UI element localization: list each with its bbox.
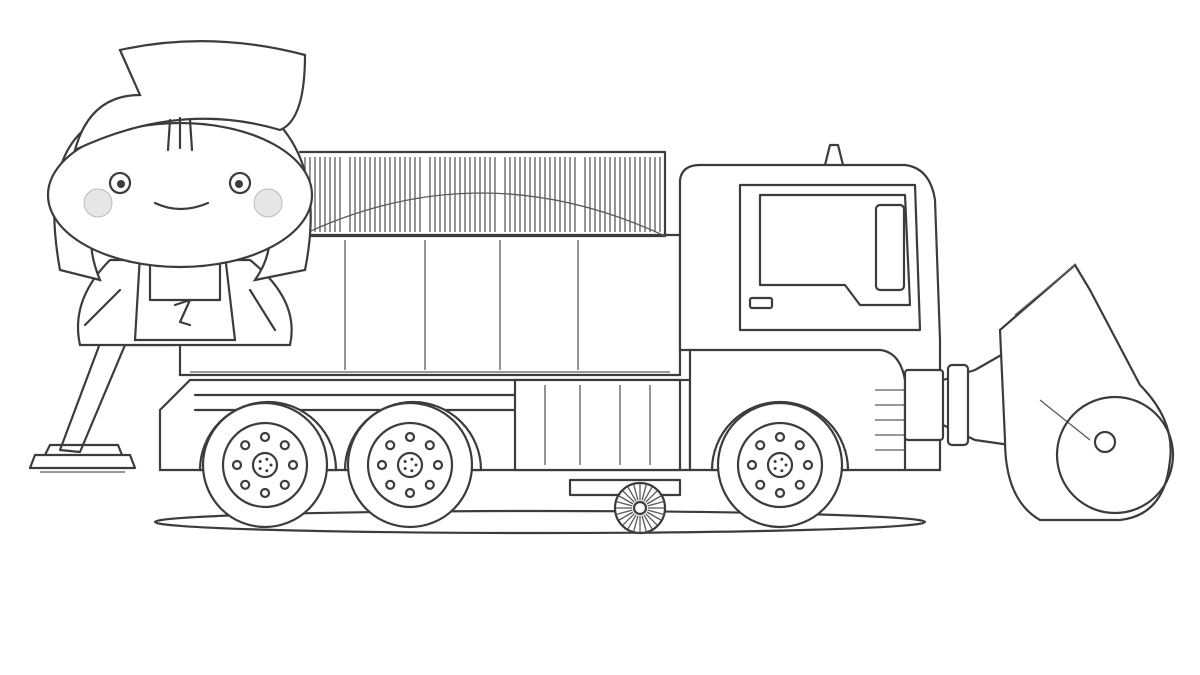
wheel — [201, 401, 329, 529]
ground-shadow — [153, 509, 927, 535]
side-brush-arm — [28, 328, 177, 473]
bristle-rack — [298, 150, 667, 238]
girl-character — [46, 40, 314, 347]
wheel — [716, 401, 844, 529]
front-plow — [941, 263, 1175, 522]
brush-wheel — [613, 481, 667, 535]
wheel — [346, 401, 474, 529]
